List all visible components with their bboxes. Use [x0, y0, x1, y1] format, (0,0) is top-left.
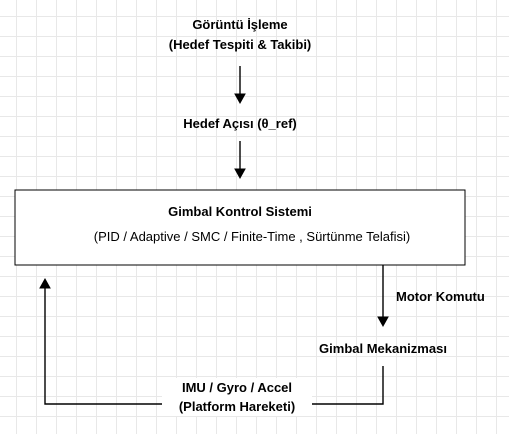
target-angle-label: Hedef Açısı (θ_ref) [183, 116, 296, 131]
arrow-reference-to-controller [234, 141, 246, 180]
arrow-vision-to-reference [234, 66, 246, 105]
controller-box [14, 189, 466, 266]
gimbal-mechanism-label: Gimbal Mekanizması [319, 341, 447, 356]
controller-title: Gimbal Kontrol Sistemi [168, 204, 312, 219]
image-processing-title: Görüntü İşleme [192, 17, 287, 32]
image-processing-subtitle: (Hedef Tespiti & Takibi) [169, 37, 312, 52]
motor-command-label: Motor Komutu [396, 289, 485, 304]
imu-sensor-label: IMU / Gyro / Accel [182, 380, 292, 395]
controller-subtitle: (PID / Adaptive / SMC / Finite-Time , Sü… [94, 229, 410, 244]
arrow-controller-to-mechanism [377, 265, 389, 328]
feedback-label-background [162, 378, 312, 416]
platform-motion-label: (Platform Hareketi) [179, 399, 295, 414]
